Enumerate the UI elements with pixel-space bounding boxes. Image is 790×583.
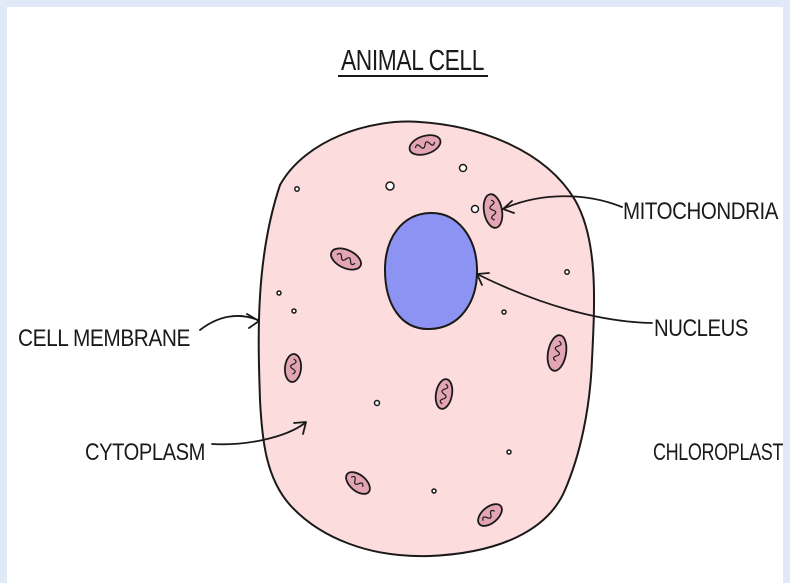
vesicle (460, 165, 467, 172)
diagram-title: ANIMAL CELL (341, 45, 484, 77)
label-chloroplast: CHLOROPLAST (653, 439, 784, 466)
vesicle (386, 182, 394, 190)
label-nucleus: NUCLEUS (654, 315, 748, 342)
nucleus-shape (385, 213, 477, 329)
vesicle (292, 309, 296, 313)
vesicle (507, 450, 511, 454)
vesicle (277, 291, 281, 295)
vesicle (295, 187, 299, 191)
vesicle (565, 270, 569, 274)
cell-membrane-arrowhead (247, 314, 259, 328)
vesicle (502, 310, 506, 314)
label-mitochondria: MITOCHONDRIA (623, 198, 778, 225)
cell-membrane-shape (259, 122, 594, 557)
vesicle (472, 206, 479, 213)
vesicle (375, 401, 380, 406)
vesicle (432, 489, 436, 493)
label-cell-membrane: CELL MEMBRANE (18, 325, 190, 352)
label-cytoplasm: CYTOPLASM (85, 439, 205, 466)
